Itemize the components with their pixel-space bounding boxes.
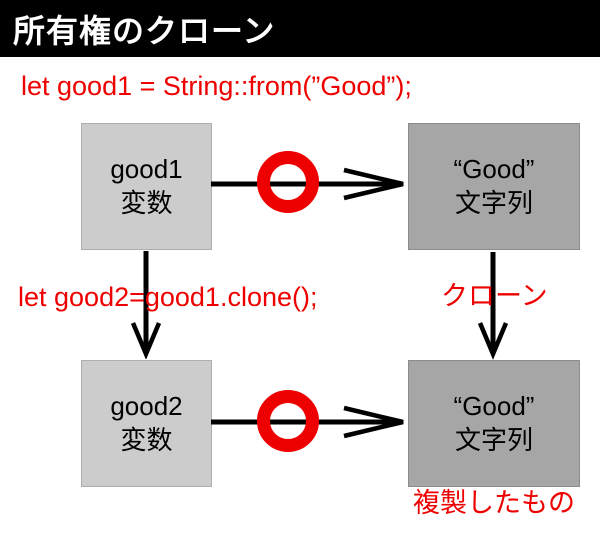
box-good2-type: 変数 (120, 424, 173, 455)
code-line-good2-clone: let good2=good1.clone(); (18, 282, 318, 312)
box-good1-type: 変数 (120, 187, 173, 218)
code-line-good1: let good1 = String::from(”Good”); (21, 71, 412, 101)
box-good1-name: good1 (110, 153, 183, 184)
box-string1-type: 文字列 (454, 187, 533, 218)
box-good-string-original: “Good” 文字列 (408, 123, 580, 250)
box-good1-variable: good1 変数 (81, 123, 212, 250)
box-string1-value: “Good” (453, 153, 535, 184)
arrow-good1-to-good2-icon (130, 251, 162, 359)
box-good2-name: good2 (110, 390, 183, 421)
box-string2-type: 文字列 (454, 424, 533, 455)
copy-note-label: 複製したもの (413, 488, 575, 518)
page-title: 所有権のクローン (13, 12, 276, 49)
clone-arrow-label: クローン (441, 281, 548, 311)
ok-circle-icon-top (257, 151, 319, 213)
box-good2-variable: good2 変数 (81, 360, 212, 487)
ok-circle-icon-bottom (257, 390, 319, 452)
arrow-string-to-copy-icon (477, 252, 509, 360)
box-good-string-copy: “Good” 文字列 (408, 360, 580, 487)
box-string2-value: “Good” (453, 390, 535, 421)
title-bar: 所有権のクローン (0, 0, 600, 57)
